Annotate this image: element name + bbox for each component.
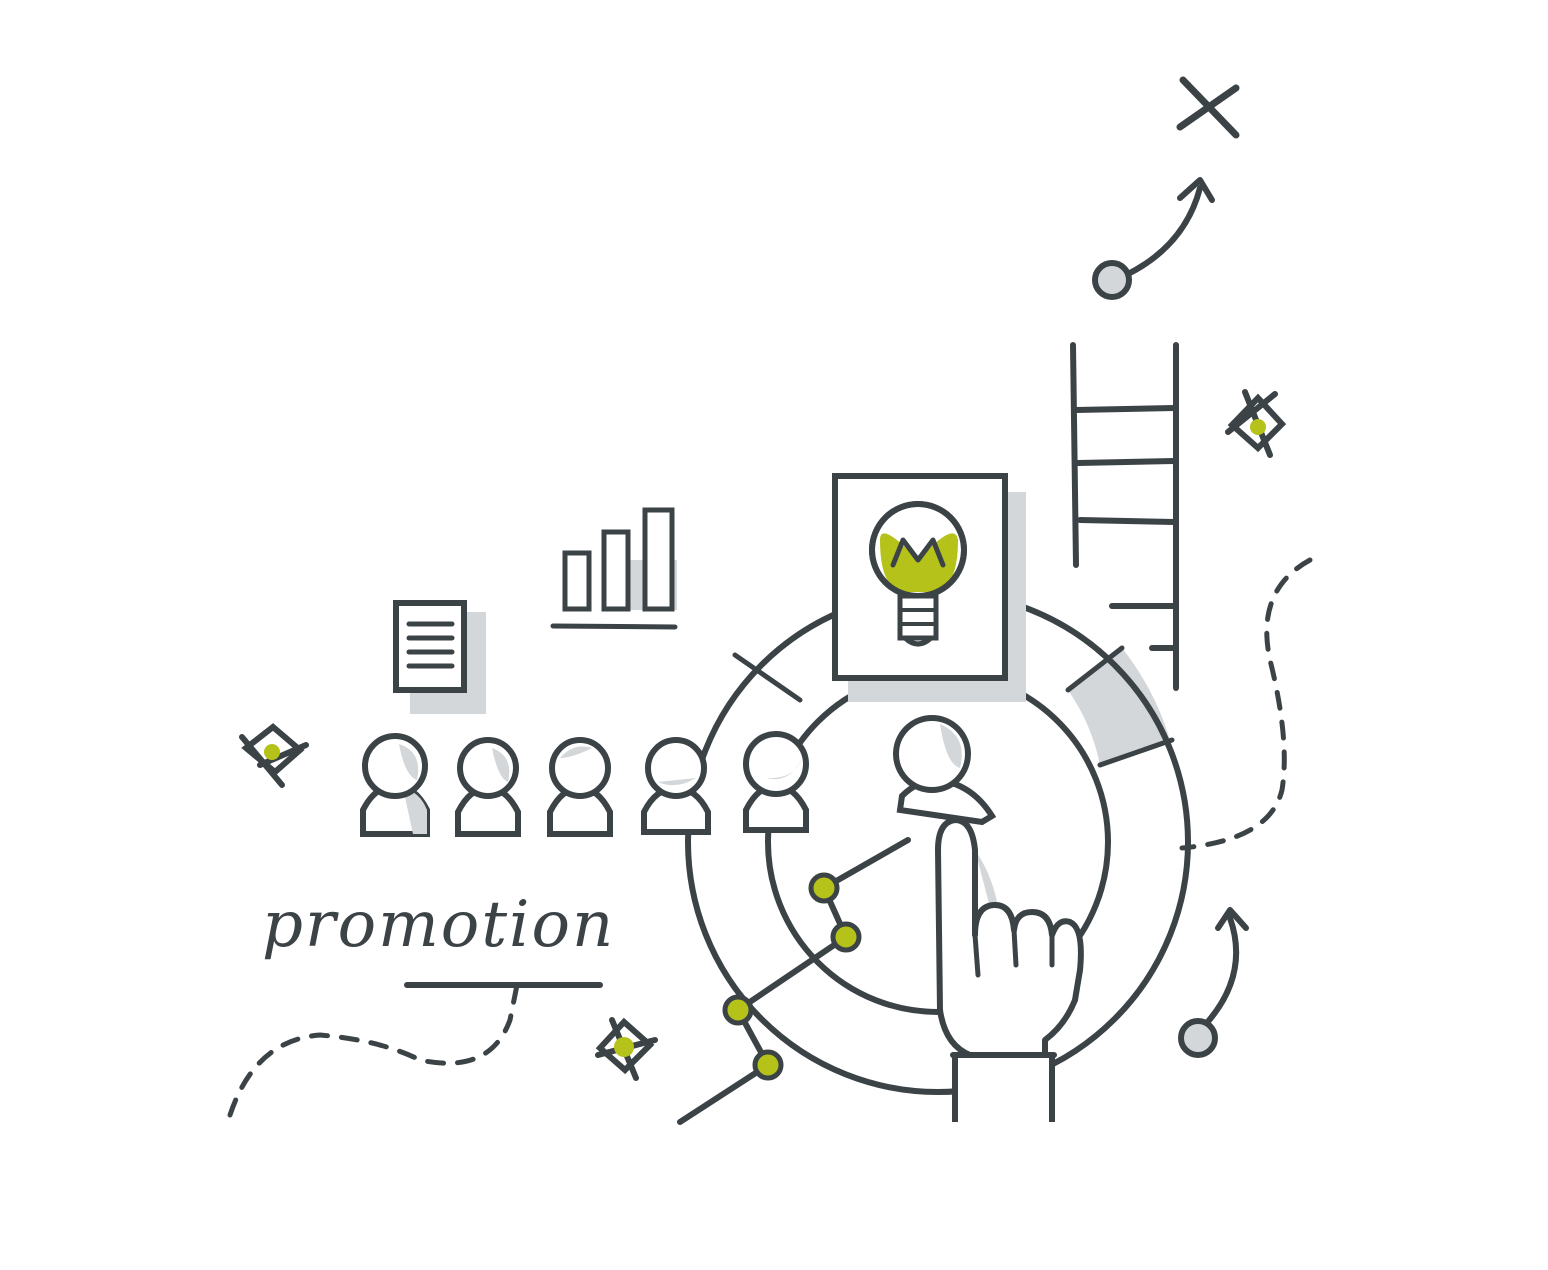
person-icon (743, 731, 809, 833)
ladder (1070, 342, 1179, 691)
person-icon (641, 737, 711, 835)
document-icon (393, 600, 486, 714)
pie-ring-highlight-segment (1068, 648, 1170, 765)
dashed-path-left (227, 982, 520, 1118)
people-row (360, 715, 997, 837)
sparkle-right-icon (1225, 389, 1287, 458)
sparkle-left-icon (239, 723, 309, 788)
promotion-label: promotion (262, 888, 615, 962)
goal-x-icon (1176, 76, 1240, 139)
up-arrow-icon (1092, 177, 1215, 300)
pointing-hand-icon (935, 817, 1084, 1122)
person-icon (547, 737, 613, 837)
lightbulb-icon (869, 501, 967, 647)
person-icon (455, 737, 521, 837)
bar-chart-icon (550, 507, 678, 630)
leader-person-icon (893, 715, 997, 826)
lower-up-arrow-icon (1178, 907, 1249, 1058)
trend-line (677, 837, 911, 1125)
idea-card (832, 473, 1026, 702)
dashed-path-right (1179, 557, 1313, 851)
person-icon (360, 733, 430, 837)
sparkle-bottom-icon (595, 1017, 658, 1081)
